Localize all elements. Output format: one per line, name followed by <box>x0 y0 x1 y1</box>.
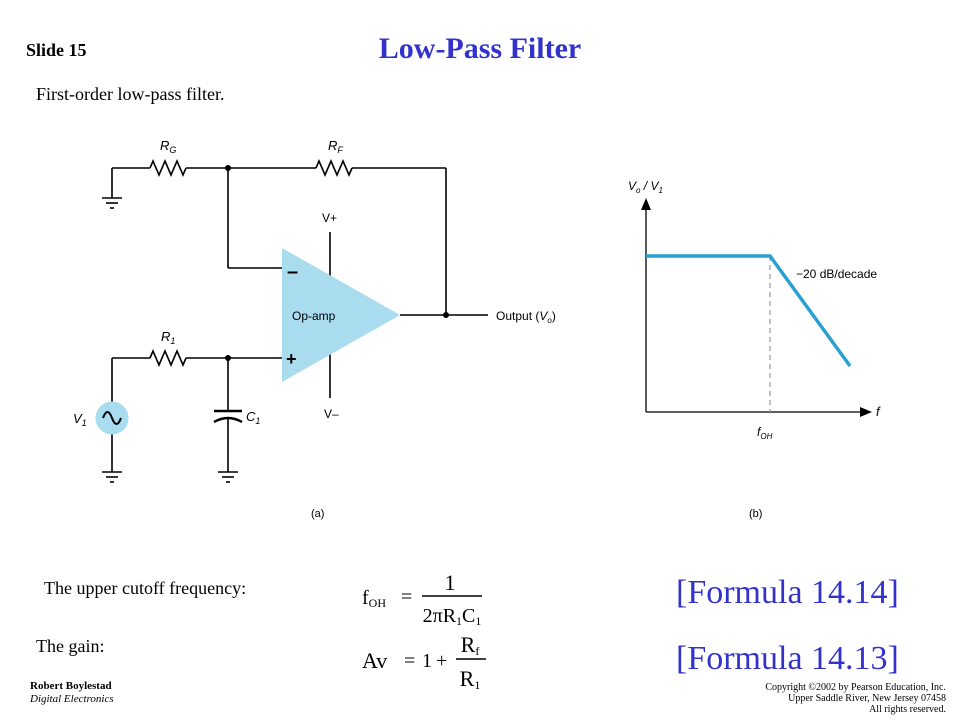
svg-text:=: = <box>401 586 412 608</box>
svg-text:Rf: Rf <box>461 632 480 658</box>
response-curve <box>646 254 852 368</box>
book-title: Digital Electronics <box>30 693 114 705</box>
svg-text:2πR1C1: 2πR1C1 <box>423 605 482 628</box>
vplus-label: V+ <box>322 211 337 225</box>
formula-reference-14-14: [Formula 14.14] <box>676 574 899 611</box>
author-name: Robert Boylestad <box>30 680 112 692</box>
v1-label: V1 <box>73 411 87 428</box>
vminus-label: V– <box>324 407 339 421</box>
x-axis-label: f <box>876 404 881 419</box>
resistor-rg <box>149 158 187 178</box>
resistor-r1 <box>149 348 187 368</box>
svg-text:1: 1 <box>422 650 432 672</box>
slide-title: Low-Pass Filter <box>378 32 582 65</box>
opamp-lowpass-circuit: RG RF R1 C1 V1 V+ V– Op-amp – + Output (… <box>73 138 556 520</box>
noninverting-sign: + <box>286 349 297 369</box>
opamp-triangle <box>282 248 400 382</box>
caption-b: (b) <box>749 508 762 520</box>
svg-text:+: + <box>436 650 447 672</box>
frequency-response-graph: Vo / V1 −20 dB/decade f fOH (b) <box>628 179 881 520</box>
r1-label: R1 <box>161 329 175 346</box>
cutoff-frequency-label-text: The upper cutoff frequency: <box>44 578 247 598</box>
cutoff-frequency-formula: fOH = 1 2πR1C1 <box>362 570 482 628</box>
copyright-line-2: Upper Saddle River, New Jersey 07458 <box>788 693 946 704</box>
svg-text:=: = <box>404 650 415 672</box>
gain-formula: Av = 1 + Rf R1 <box>362 632 486 692</box>
inverting-sign: – <box>287 261 298 283</box>
svg-text:Av: Av <box>362 648 387 673</box>
copyright-line-3: All rights reserved. <box>869 704 946 715</box>
opamp-label: Op-amp <box>292 309 336 323</box>
footer-copyright: Copyright ©2002 by Pearson Education, In… <box>765 682 946 715</box>
svg-text:1: 1 <box>445 570 456 595</box>
svg-text:R1: R1 <box>460 666 481 692</box>
gain-label-text: The gain: <box>36 636 105 656</box>
rf-label: RF <box>328 138 343 155</box>
slide-number: Slide 15 <box>26 40 87 60</box>
c1-label: C1 <box>246 409 260 426</box>
footer-author: Robert Boylestad Digital Electronics <box>30 680 114 706</box>
caption-a: (a) <box>311 508 324 520</box>
slope-label: −20 dB/decade <box>796 267 877 281</box>
slide-subtitle: First-order low-pass filter. <box>36 84 225 104</box>
formula-reference-14-13: [Formula 14.13] <box>676 640 899 677</box>
rg-label: RG <box>160 138 176 155</box>
copyright-line-1: Copyright ©2002 by Pearson Education, In… <box>765 682 946 693</box>
output-label: Output (Vo) <box>496 309 556 325</box>
resistor-rf <box>315 158 353 178</box>
cutoff-frequency-label: fOH <box>757 425 773 441</box>
svg-text:fOH: fOH <box>362 587 386 610</box>
y-axis-label: Vo / V1 <box>628 179 663 195</box>
